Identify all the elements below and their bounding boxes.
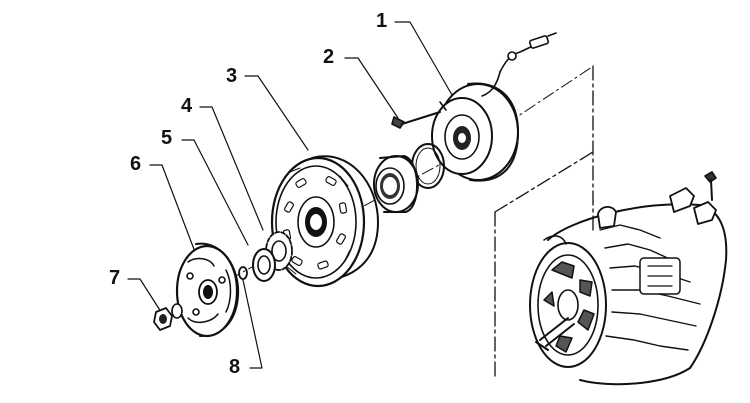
compressor-body <box>529 171 728 386</box>
ring-8 <box>238 266 248 280</box>
callout-5: 5 <box>161 127 173 149</box>
callout-6: 6 <box>130 153 142 175</box>
shaft-nut <box>153 303 183 331</box>
mounting-outline <box>494 65 594 379</box>
bolt-2 <box>391 111 441 129</box>
callout-3: 3 <box>226 65 238 87</box>
callout-1: 1 <box>376 10 388 32</box>
bearing <box>373 155 419 213</box>
washer-5 <box>252 248 276 282</box>
leader-lines <box>127 21 453 369</box>
callout-2: 2 <box>323 46 335 68</box>
pulley <box>270 155 379 288</box>
callout-8: 8 <box>229 356 241 378</box>
field-coil <box>431 32 557 182</box>
pressure-plate <box>175 242 240 338</box>
callout-4: 4 <box>181 95 193 117</box>
callout-7: 7 <box>109 267 121 289</box>
